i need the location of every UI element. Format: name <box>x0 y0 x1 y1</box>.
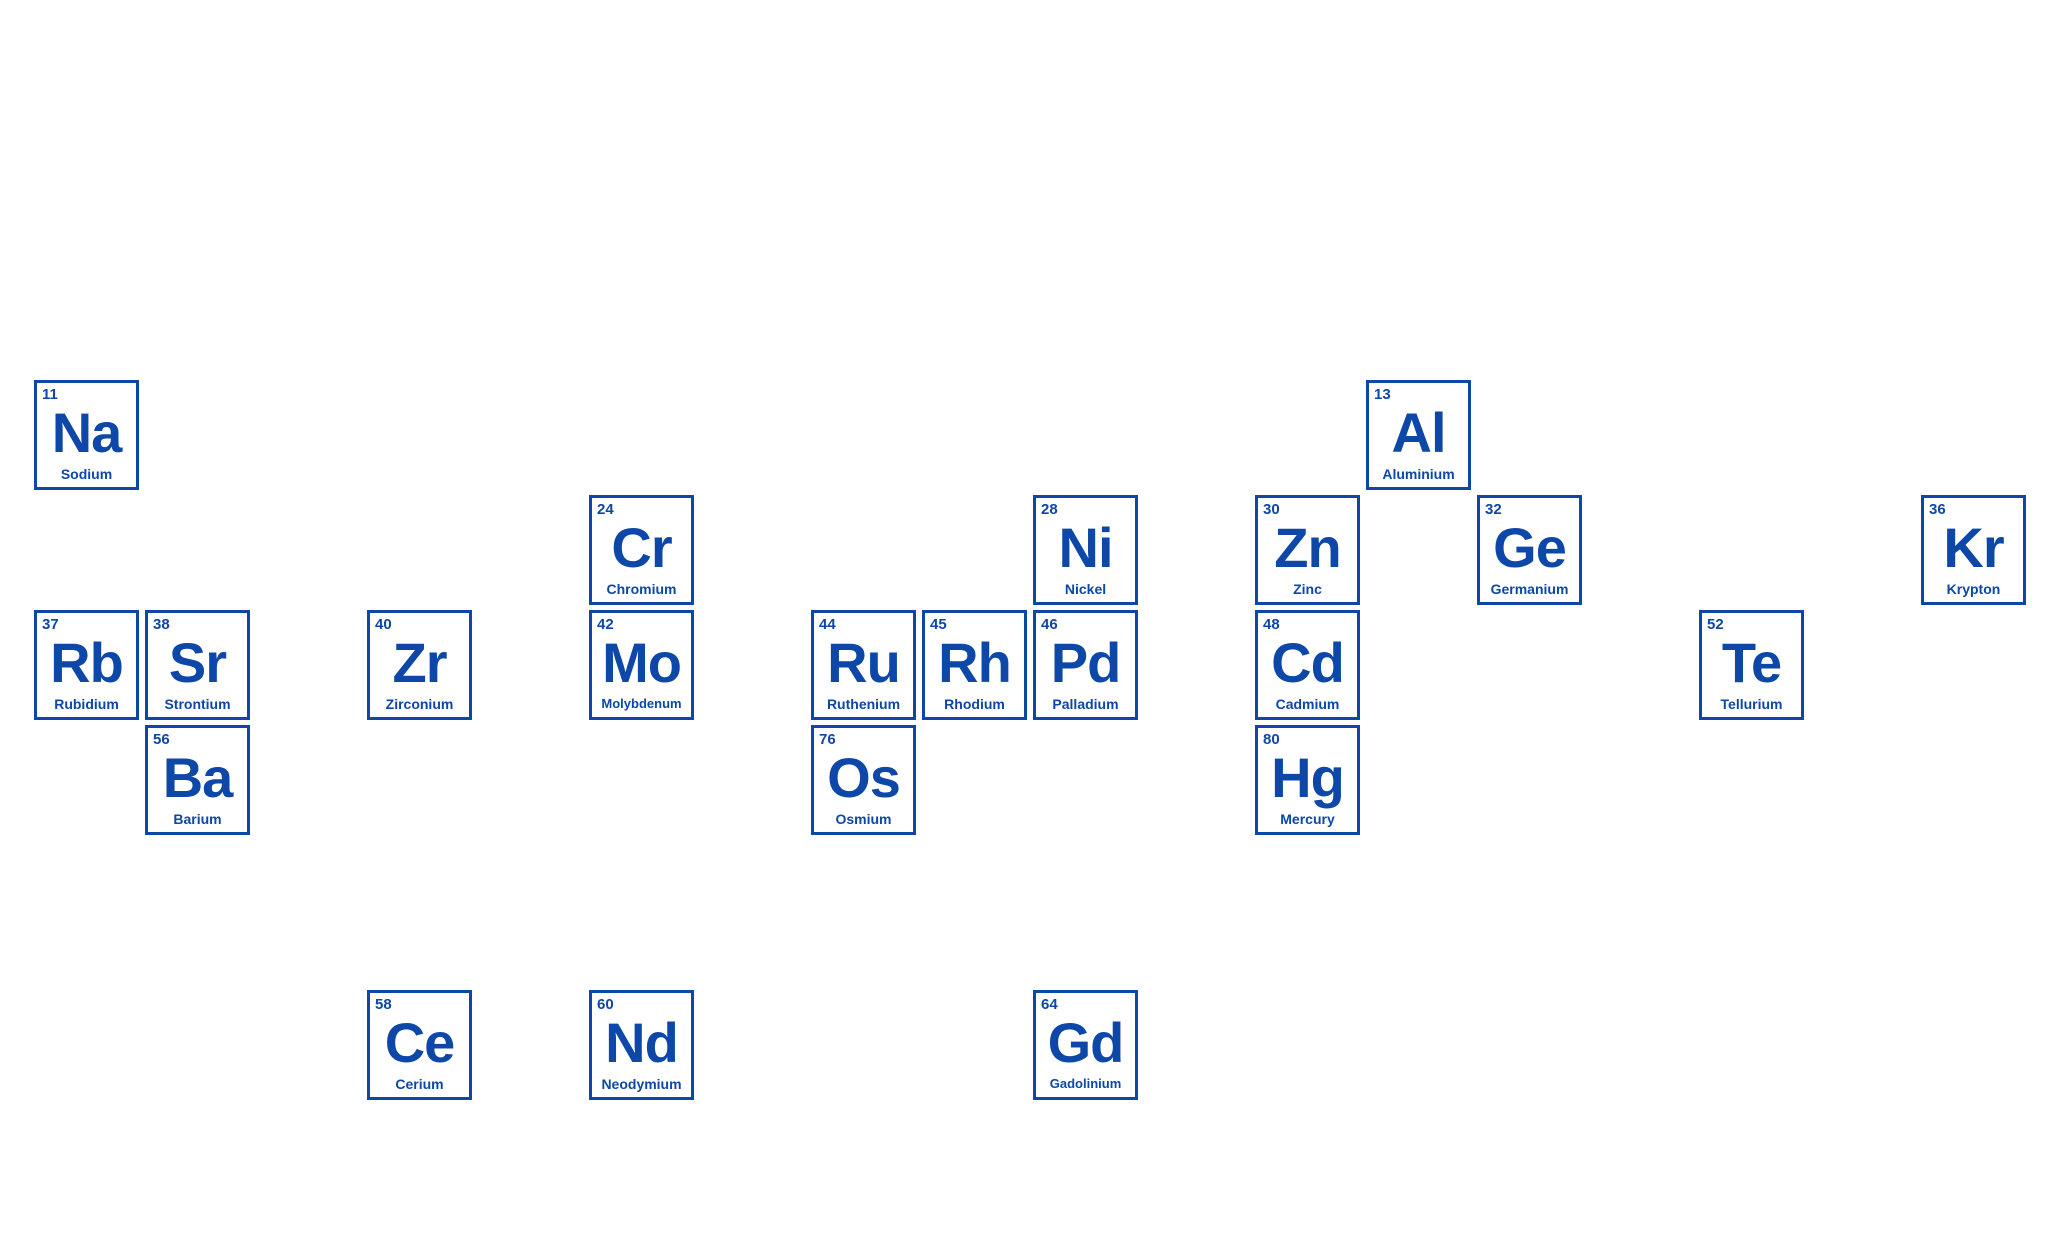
element-name: Zirconium <box>385 696 454 712</box>
atomic-number: 58 <box>375 996 392 1013</box>
atomic-number: 56 <box>153 731 170 748</box>
atomic-number: 46 <box>1041 616 1058 633</box>
atomic-number: 42 <box>597 616 614 633</box>
element-symbol: Hg <box>1271 746 1345 809</box>
element-symbol: Cd <box>1271 631 1345 694</box>
element-symbol: Sr <box>168 631 227 694</box>
element-symbol: Ba <box>162 746 234 809</box>
atomic-number: 13 <box>1374 386 1391 403</box>
element-name: Rhodium <box>944 696 1005 712</box>
atomic-number: 28 <box>1041 501 1058 518</box>
element-symbol: Rb <box>50 631 124 694</box>
element-name: Osmium <box>835 811 892 827</box>
atomic-number: 44 <box>819 616 836 633</box>
element-name: Mercury <box>1280 811 1335 827</box>
element-symbol: Pd <box>1050 631 1122 694</box>
element-symbol: Zr <box>392 631 448 694</box>
atomic-number: 24 <box>597 501 614 518</box>
element-symbol: Al <box>1391 401 1447 464</box>
element-name: Neodymium <box>601 1076 682 1092</box>
element-symbol: Nd <box>605 1011 679 1074</box>
element-symbol: Kr <box>1943 516 2004 579</box>
element-name: Aluminium <box>1382 466 1455 482</box>
element-name: Nickel <box>1064 581 1107 597</box>
element-name: Strontium <box>164 696 231 712</box>
element-name: Rubidium <box>54 696 119 712</box>
atomic-number: 30 <box>1263 501 1280 518</box>
element-symbol: Na <box>51 401 123 464</box>
element-symbol: Ce <box>384 1011 456 1074</box>
element-symbol: Ru <box>827 631 901 694</box>
atomic-number: 37 <box>42 616 59 633</box>
element-name: Ruthenium <box>826 696 901 712</box>
atomic-number: 64 <box>1041 996 1058 1013</box>
element-name: Germanium <box>1490 581 1569 597</box>
atomic-number: 38 <box>153 616 170 633</box>
atomic-number: 11 <box>42 386 58 403</box>
element-symbol: Os <box>827 746 901 809</box>
element-symbol: Rh <box>938 631 1012 694</box>
element-name: Tellurium <box>1720 696 1783 712</box>
element-name: Molybdenum <box>601 696 682 711</box>
element-name: Palladium <box>1052 696 1119 712</box>
element-symbol: Ni <box>1058 516 1114 579</box>
atomic-number: 60 <box>597 996 614 1013</box>
element-symbol: Te <box>1721 631 1782 694</box>
element-symbol: Mo <box>602 631 682 694</box>
element-symbol: Cr <box>611 516 672 579</box>
atomic-number: 36 <box>1929 501 1946 518</box>
atomic-number: 32 <box>1485 501 1502 518</box>
atomic-number: 76 <box>819 731 836 748</box>
element-name: Gadolinium <box>1049 1076 1122 1091</box>
element-name: Sodium <box>60 466 113 482</box>
atomic-number: 80 <box>1263 731 1280 748</box>
element-symbol: Ge <box>1493 516 1567 579</box>
element-name: Chromium <box>606 581 677 597</box>
atomic-number: 48 <box>1263 616 1280 633</box>
element-name: Cerium <box>395 1076 444 1092</box>
atomic-number: 52 <box>1707 616 1724 633</box>
element-symbol: Zn <box>1274 516 1341 579</box>
element-name: Zinc <box>1293 581 1322 597</box>
atomic-number: 40 <box>375 616 392 633</box>
element-name: Krypton <box>1946 581 2001 597</box>
element-name: Barium <box>173 811 222 827</box>
element-symbol: Gd <box>1047 1011 1125 1074</box>
atomic-number: 45 <box>930 616 947 633</box>
element-name: Cadmium <box>1275 696 1340 712</box>
